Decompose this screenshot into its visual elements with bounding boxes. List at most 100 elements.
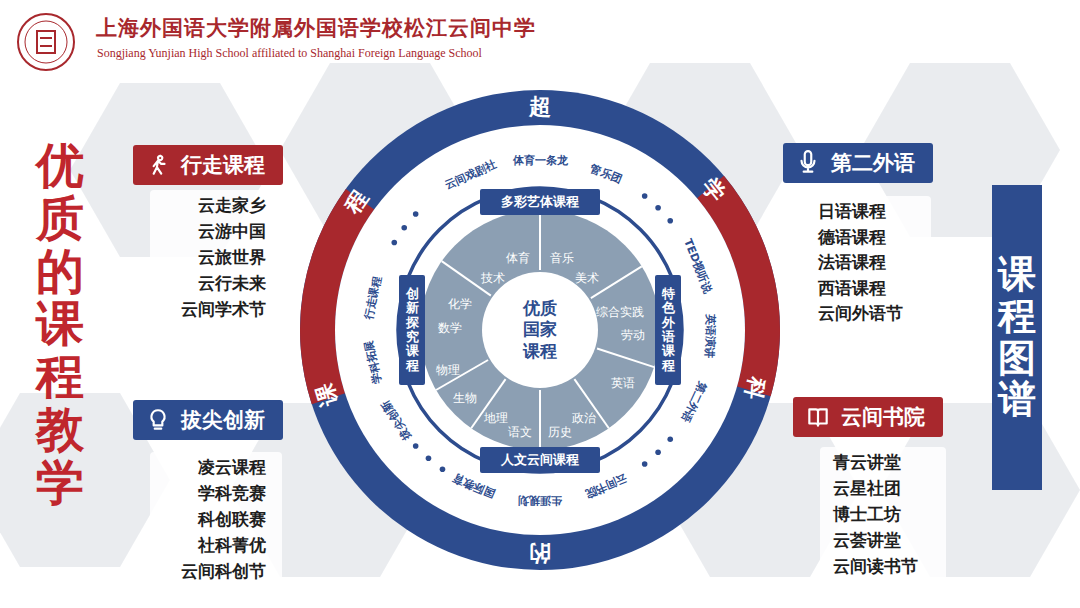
wheel-disc [420,210,660,450]
header-text: 拔尖创新 [181,406,265,434]
course-item: 博士工坊 [833,503,901,526]
ellipsis-dot [642,461,648,467]
subject-name: 地理 [484,410,508,427]
ring-text: 的 [529,538,551,568]
icon-shape [151,410,164,428]
header-text: 云间书院 [841,403,925,431]
slogan-vertical: 优质的课程教学 [36,140,84,510]
ellipsis-dot [426,456,432,462]
subject-name: 综合实践 [596,304,644,321]
course-item: 云间外语节 [818,302,903,325]
course-item: 云间科创节 [181,560,266,583]
course-ring: 超学科的课程云间戏剧社体育一条龙管乐团TED视听说英语演讲第二外语云间书院生涯规… [300,90,780,570]
banner-text: 创新探究课程 [406,287,419,373]
logo-ring [25,21,67,63]
course-banner: 创新探究课程 [399,275,425,385]
icon [145,152,171,178]
course-banner: 人文云间课程 [480,447,600,473]
icon-shape [154,156,165,174]
ellipsis-dot [401,225,407,231]
course-header-box: 拔尖创新 [133,400,283,440]
school-logo [18,14,74,70]
ellipsis-dot [642,193,648,199]
list-panel [805,196,931,328]
course-header-box: 第二外语 [783,143,933,183]
icon [145,407,171,433]
subject-name: 物理 [436,362,460,379]
ellipsis-dot [667,436,673,442]
wheel-divider [597,349,654,368]
logo-emblem [40,37,52,39]
icon [805,404,831,430]
list-panel [150,452,282,586]
subject-name: 政治 [572,410,596,427]
subject-wheel: 体育 音乐技术 美术综合实践劳动英语政治历史语文地理生物 物理 数学 化学 优质国家课程 [420,210,660,450]
ellipsis-dot [391,240,397,246]
banner-text: 人文云间课程 [501,451,579,469]
course-item: 云行未来 [198,272,266,295]
icon-shape [809,409,826,425]
ellipsis-dot [413,211,419,217]
ring-text: 英语演讲 [702,314,719,358]
logo-emblem [37,31,55,53]
list-panel [820,447,946,581]
banner-text: 特色外语课程 [662,287,675,373]
ellipsis-dot [655,449,661,455]
core-disc [482,272,598,388]
subject-name: 体育 [506,250,530,267]
course-item: 德语课程 [818,226,886,249]
subject-name: 劳动 [621,327,645,344]
ellipsis-dot [655,205,661,211]
subject-name: 语文 [508,424,532,441]
core-circle: 优质国家课程 [482,272,598,388]
course-item: 青云讲堂 [833,451,901,474]
course-item: 日语课程 [818,200,886,223]
school-english-name: Songjiang Yunjian High School affiliated… [97,46,482,61]
icon [795,150,821,176]
wheel-divider [539,210,541,270]
ring-text: 超 [529,92,551,122]
course-item: 云间读书节 [833,555,918,578]
subject-name: 生物 [453,390,477,407]
core-text: 优质国家课程 [522,298,558,362]
subject-name: 英语 [611,375,635,392]
subject-name: 数学 [438,320,462,337]
subject-name: 化学 [448,296,472,313]
list-panel [150,190,282,324]
header-text: 行走课程 [181,151,265,179]
subject-name: 美术 [575,270,599,287]
panel-title: 课程图谱 [998,254,1036,421]
title-panel: 课程图谱 [992,185,1042,490]
ellipsis-dot [667,218,673,224]
course-item: 云间学术节 [181,298,266,321]
logo-ring [18,14,74,70]
subject-name: 技术 [481,270,505,287]
ring-text: 生涯规划 [518,493,562,508]
course-header-box: 行走课程 [133,145,283,185]
course-item: 社科菁优 [198,534,266,557]
wheel-divider [539,390,541,450]
course-banner: 特色外语课程 [655,275,681,385]
icon-shape [802,151,815,172]
school-title: 上海外国语大学附属外国语学校松江云间中学 [96,14,536,42]
wheel-divider [436,360,488,390]
ellipsis-dot [440,466,446,472]
course-item: 法语课程 [818,251,886,274]
course-item: 云旅世界 [198,246,266,269]
header-text: 第二外语 [831,149,915,177]
banner-text: 多彩艺体课程 [501,193,579,211]
logo-emblem [40,45,52,47]
subject-name: 历史 [548,424,572,441]
course-item: 凌云课程 [198,456,266,479]
inner-band [335,125,745,535]
outer-band [300,90,780,570]
ring-text: 体育一条龙 [513,153,568,168]
course-item: 云走家乡 [198,194,266,217]
course-item: 云荟讲堂 [833,529,901,552]
course-item: 科创联赛 [198,508,266,531]
course-item: 云游中国 [198,220,266,243]
course-item: 云星社团 [833,477,901,500]
subject-name: 音乐 [550,250,574,267]
ellipsis-dot [413,443,419,449]
course-item: 学科竞赛 [198,482,266,505]
